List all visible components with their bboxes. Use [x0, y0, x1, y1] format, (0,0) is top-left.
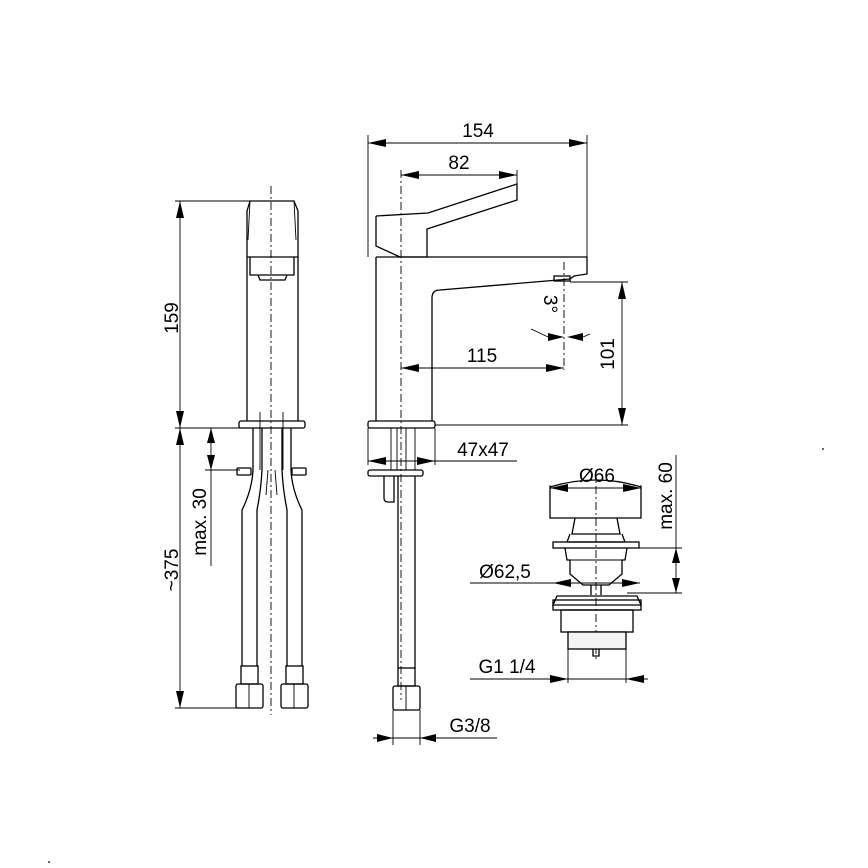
dim-max-deck-thickness: max. 30: [190, 488, 211, 556]
side-view: 159 ~375 max. 30: [162, 186, 309, 715]
waste-valve-view: Ø66 max. 60 Ø62,5 G1 1/4: [470, 455, 682, 683]
dim-max-height: max. 60: [656, 462, 677, 530]
dim-flange-diameter: Ø62,5: [479, 562, 531, 583]
dim-lever-reach: 82: [448, 153, 469, 174]
dim-base-size: 47x47: [457, 440, 509, 461]
dim-overall-height: 159: [162, 302, 183, 334]
dim-spout-reach: 115: [467, 346, 497, 367]
dim-total-depth: 154: [462, 121, 494, 142]
dim-spout-angle: 3°: [539, 295, 560, 313]
dim-cap-diameter: Ø66: [579, 466, 615, 487]
dim-supply-connection: G3/8: [449, 716, 490, 737]
front-view: 154 82 115 3° 101 47x47: [367, 121, 628, 745]
dim-below-deck-length: ~375: [162, 549, 183, 592]
stray-dot: [822, 448, 824, 450]
dim-thread: G1 1/4: [478, 657, 535, 678]
dim-spout-height: 101: [598, 338, 619, 370]
stray-dot: [48, 861, 50, 863]
